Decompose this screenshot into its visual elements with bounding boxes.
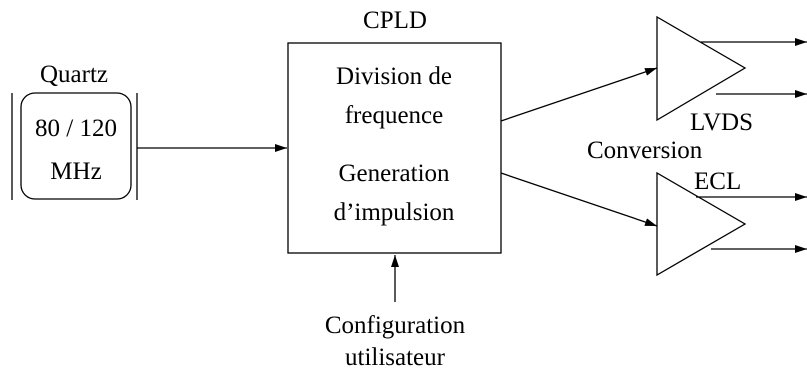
- quartz-frequency-line2: MHz: [50, 158, 101, 185]
- cpld-to-ecl-arrow: [500, 172, 658, 227]
- ecl-buffer: [656, 171, 747, 277]
- division-line1: Division de: [336, 63, 452, 90]
- ecl-label: ECL: [694, 168, 741, 195]
- cpld-box: [287, 42, 502, 254]
- lvds-label: LVDS: [690, 109, 753, 136]
- configuration-line1: Configuration: [325, 312, 466, 339]
- division-line2: frequence: [345, 102, 444, 129]
- cpld-title: CPLD: [363, 7, 427, 34]
- quartz-title: Quartz: [40, 61, 108, 88]
- lvds-buffer: [656, 15, 747, 122]
- quartz-frequency-line1: 80 / 120: [35, 115, 117, 142]
- generation-line2: d’impulsion: [334, 199, 455, 226]
- configuration-line2: utilisateur: [345, 344, 446, 371]
- generation-line1: Generation: [338, 160, 450, 187]
- conversion-label: Conversion: [587, 137, 703, 164]
- quartz-box: [20, 92, 132, 200]
- cpld-to-lvds-arrow: [500, 67, 658, 122]
